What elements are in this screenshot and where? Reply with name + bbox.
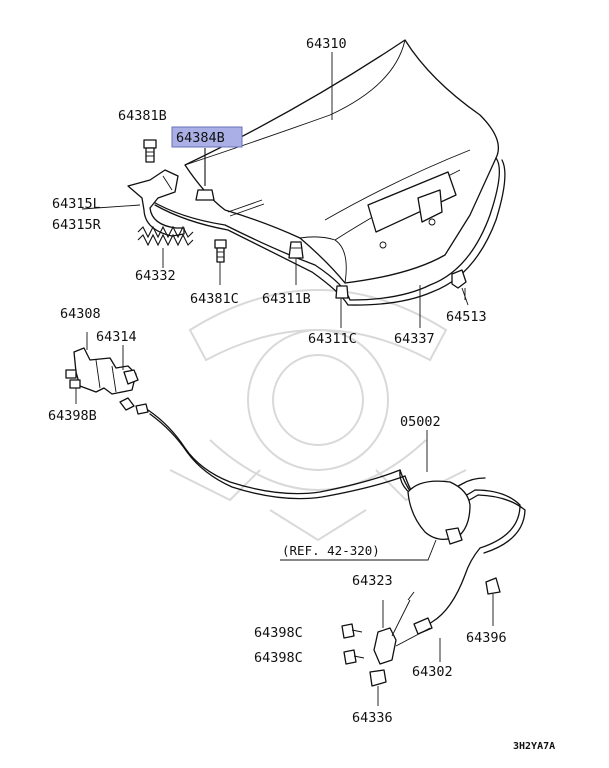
label-64315l[interactable]: 64315L — [52, 196, 101, 212]
label-64310[interactable]: 64310 — [306, 36, 347, 52]
lock-assembly — [373, 591, 431, 665]
bolts-64398b — [65, 369, 81, 404]
label-64311c[interactable]: 64311C — [308, 331, 357, 347]
label-05002[interactable]: 05002 — [400, 414, 441, 430]
bolts-64398c — [341, 623, 365, 665]
trunk-lid — [184, 39, 500, 284]
label-64323[interactable]: 64323 — [352, 573, 393, 589]
label-64336[interactable]: 64336 — [352, 710, 393, 726]
bumper-64311b — [288, 241, 304, 285]
highlight-64384b — [171, 126, 243, 148]
drawing-code: 3H2YA7A — [513, 741, 555, 752]
clip-64336 — [369, 669, 387, 706]
hinge-64315 — [127, 169, 185, 237]
spring-64332 — [137, 225, 194, 247]
weatherstrip — [149, 157, 501, 301]
label-64337[interactable]: 64337 — [394, 331, 435, 347]
label-64384b[interactable]: 64384B — [176, 130, 225, 146]
label-64398b[interactable]: 64398B — [48, 408, 97, 424]
label-64513[interactable]: 64513 — [446, 309, 487, 325]
latch-assembly — [73, 332, 139, 395]
label-64398c-upper[interactable]: 64398C — [254, 625, 303, 641]
bumper-64311c — [335, 285, 349, 328]
label-64381b[interactable]: 64381B — [118, 108, 167, 124]
label-64381c[interactable]: 64381C — [190, 291, 239, 307]
clip-64381c — [214, 239, 227, 285]
label-64302[interactable]: 64302 — [412, 664, 453, 680]
label-ref-42-320[interactable]: (REF. 42-320) — [282, 543, 380, 558]
label-64315r[interactable]: 64315R — [52, 217, 102, 233]
leader-lines — [81, 52, 466, 662]
label-64332[interactable]: 64332 — [135, 268, 176, 284]
clip-64513 — [451, 269, 469, 306]
bumper-64384b — [195, 148, 215, 201]
release-cable — [119, 397, 526, 635]
bolt-64381b — [143, 139, 157, 163]
label-64308[interactable]: 64308 — [60, 306, 101, 322]
label-64398c-lower[interactable]: 64398C — [254, 650, 303, 666]
ref-leader — [280, 539, 437, 561]
label-64396[interactable]: 64396 — [466, 630, 507, 646]
clip-64396 — [485, 577, 501, 626]
label-64314[interactable]: 64314 — [96, 329, 137, 345]
watermark-emblem — [169, 289, 467, 542]
label-64311b[interactable]: 64311B — [262, 291, 311, 307]
weatherstrip-inner — [154, 159, 506, 306]
